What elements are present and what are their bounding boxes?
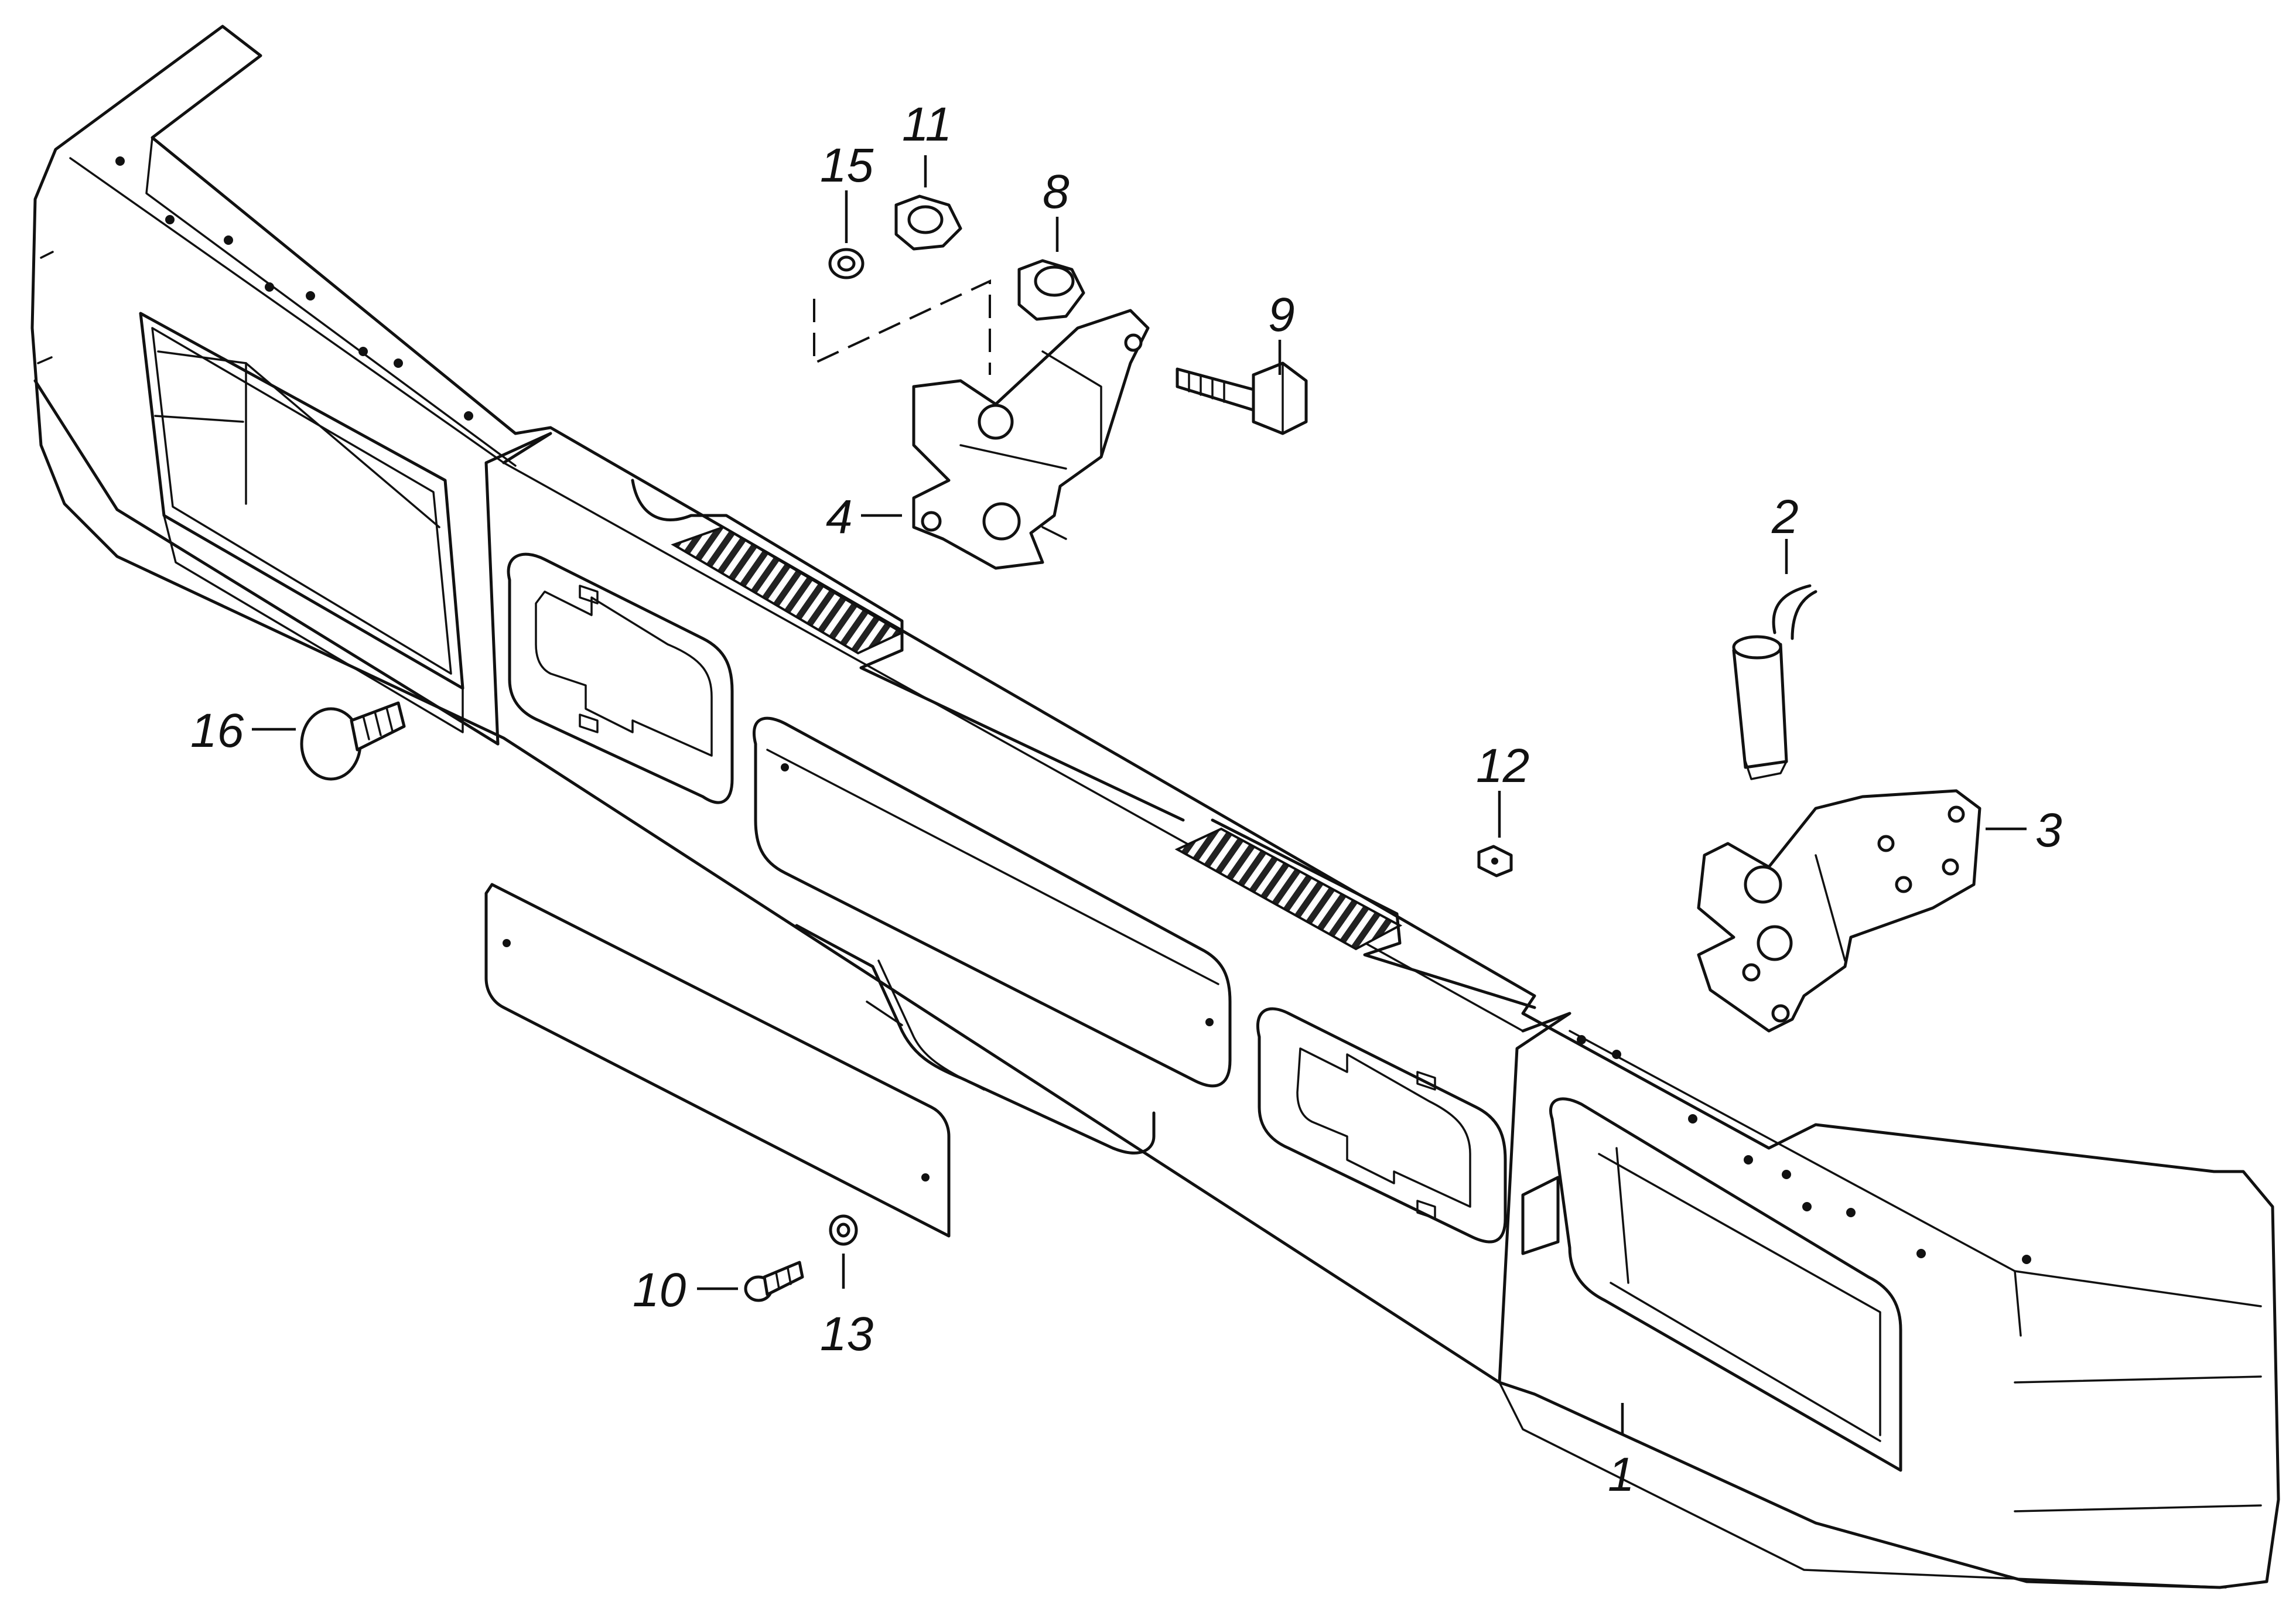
callout-11: 11 [902,98,952,151]
callout-12: 12 [1476,739,1529,793]
callout-2: 2 [1771,490,1799,544]
callout-3: 3 [2035,804,2062,857]
callout-8: 8 [1043,165,1070,218]
bracket-right [1697,789,1981,1033]
nut-8 [1017,259,1085,321]
callout-15: 15 [820,139,874,192]
license-plate [484,883,951,1238]
assembly-dashed-line [813,279,991,375]
screw [744,1261,804,1302]
small-nut [1477,845,1513,877]
callout-13: 13 [820,1307,873,1361]
bumper-body [30,25,2280,1589]
carriage-bolt [300,701,406,781]
callout-4: 4 [826,490,853,544]
leader-lines [252,155,2027,1435]
nut-11 [894,194,962,251]
callout-9: 9 [1268,288,1295,342]
callout-16: 16 [190,704,244,757]
lock-washer [828,248,865,279]
callout-1: 1 [1608,1448,1635,1501]
bracket-left [912,309,1150,570]
callout-10: 10 [633,1264,686,1317]
pin [1732,584,1817,780]
washer [829,1214,858,1246]
bolt [1176,361,1308,435]
